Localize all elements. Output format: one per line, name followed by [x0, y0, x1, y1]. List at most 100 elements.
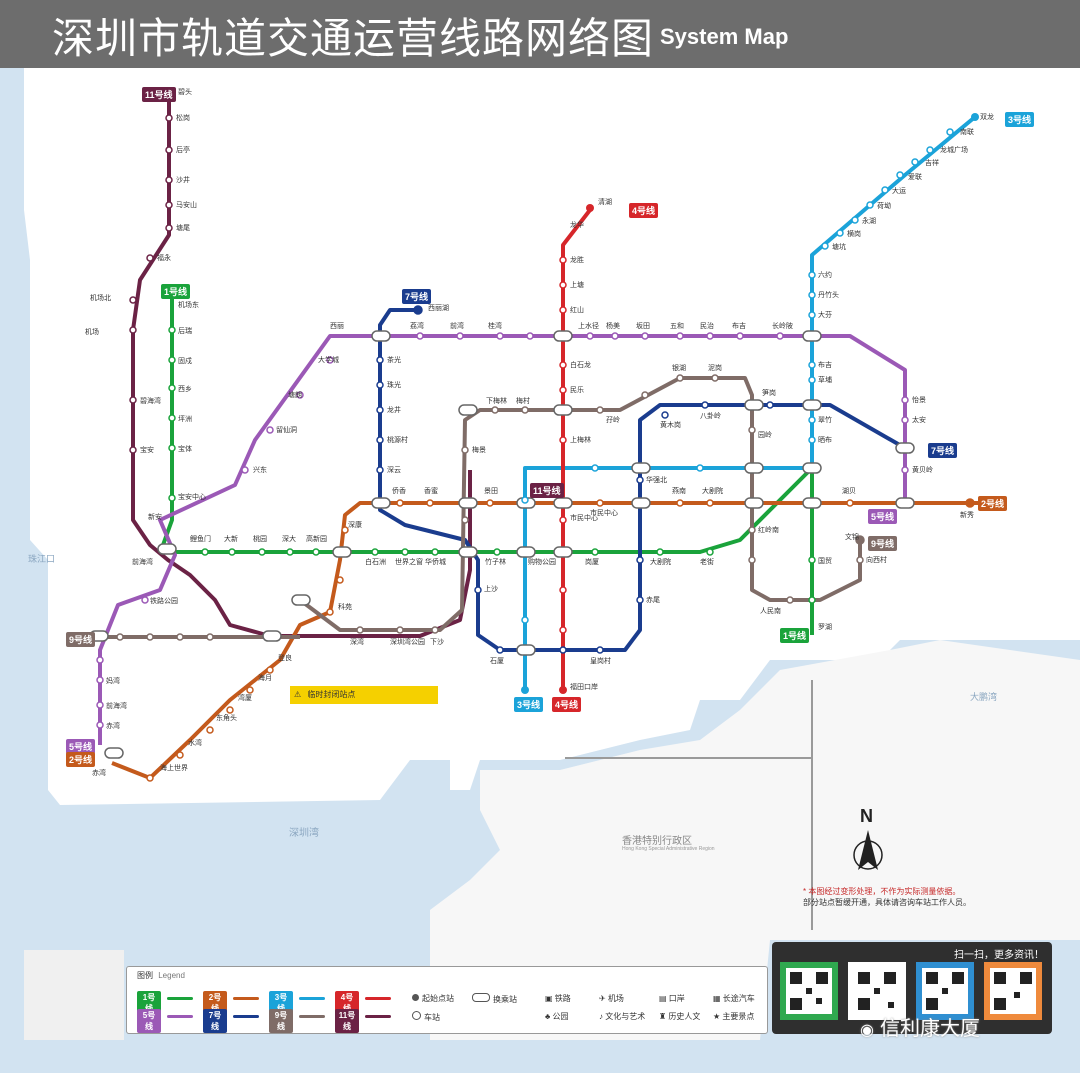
station-label[interactable]: 景田 — [484, 488, 498, 495]
station-label[interactable]: 桃园 — [253, 536, 267, 543]
station-label[interactable]: 后瑞 — [178, 328, 192, 335]
station-label[interactable]: 杨美 — [606, 323, 620, 330]
station-label[interactable]: 上水径 — [578, 323, 599, 330]
station-label[interactable]: 人民南 — [760, 608, 781, 615]
station-label[interactable]: 赤湾 — [92, 770, 106, 777]
station-label[interactable]: 深圳湾公园 — [390, 639, 425, 646]
station-label[interactable]: 石厦 — [490, 658, 504, 665]
station-label[interactable]: 吉祥 — [925, 160, 939, 167]
station-label[interactable]: 深大 — [282, 536, 296, 543]
station-label[interactable]: 湾厦 — [238, 695, 252, 702]
station-label[interactable]: 燕南 — [672, 488, 686, 495]
station-label[interactable]: 宝安 — [140, 447, 154, 454]
station-label[interactable]: 梅村 — [516, 398, 530, 405]
station-label[interactable]: 赤湾 — [106, 723, 120, 730]
line-7-badge-east[interactable]: 7号线 — [928, 443, 958, 458]
station-label[interactable]: 晒布 — [818, 437, 832, 444]
station-label[interactable]: 坪洲 — [178, 416, 192, 423]
station-label[interactable]: 大剧院 — [702, 488, 723, 495]
station-label[interactable]: 侨香 — [392, 488, 406, 495]
station-label[interactable]: 西乡 — [178, 386, 192, 393]
station-label[interactable]: 皇岗村 — [590, 658, 611, 665]
station-label[interactable]: 新安 — [148, 514, 162, 521]
station-label[interactable]: 松岗 — [176, 115, 190, 122]
station-label[interactable]: 登良 — [278, 655, 292, 662]
station-label[interactable]: 前湾 — [450, 323, 464, 330]
station-label[interactable]: 永湖 — [862, 218, 876, 225]
station-label[interactable]: 白石龙 — [570, 362, 591, 369]
station-label[interactable]: 留仙洞 — [276, 427, 297, 434]
station-label[interactable]: 上沙 — [484, 586, 498, 593]
station-label[interactable]: 双龙 — [980, 114, 994, 121]
station-label[interactable]: 银湖 — [672, 365, 686, 372]
station-label[interactable]: 市民中心 — [590, 510, 618, 517]
qr-code-1[interactable] — [780, 962, 838, 1020]
line-3-badge-north[interactable]: 3号线 — [1005, 112, 1035, 127]
station-label[interactable]: 红山 — [570, 307, 584, 314]
station-label[interactable]: 机场 — [85, 329, 99, 336]
line-2-badge-east[interactable]: 2号线 — [978, 496, 1008, 511]
station-label[interactable]: 梅景 — [472, 447, 486, 454]
station-label[interactable]: 赤尾 — [646, 597, 660, 604]
line-11-badge-north[interactable]: 11号线 — [142, 87, 176, 102]
station-label[interactable]: 妈湾 — [106, 678, 120, 685]
station-label[interactable]: 孖岭 — [606, 417, 620, 424]
station-label[interactable]: 市民中心 — [570, 515, 598, 522]
station-label[interactable]: 华强北 — [646, 477, 667, 484]
line-9-badge-west[interactable]: 9号线 — [66, 632, 96, 647]
station-label[interactable]: 岗厦 — [585, 559, 599, 566]
station-label[interactable]: 湖贝 — [842, 488, 856, 495]
station-label[interactable]: 民乐 — [570, 387, 584, 394]
station-label[interactable]: 新秀 — [960, 512, 974, 519]
line-7-badge-west[interactable]: 7号线 — [402, 289, 432, 304]
station-label[interactable]: 海月 — [258, 675, 272, 682]
station-label[interactable]: 龙城广场 — [940, 147, 968, 154]
station-label[interactable]: 宝体 — [178, 446, 192, 453]
station-label[interactable]: 前海湾 — [132, 559, 153, 566]
station-label[interactable]: 鲤鱼门 — [190, 536, 211, 543]
station-label[interactable]: 科苑 — [338, 604, 352, 611]
station-label[interactable]: 深云 — [387, 467, 401, 474]
line-4-badge-north[interactable]: 4号线 — [629, 203, 659, 218]
line-4-badge-south[interactable]: 4号线 — [552, 697, 582, 712]
line-5-badge-west[interactable]: 5号线 — [66, 739, 96, 754]
station-label[interactable]: 机场北 — [90, 295, 111, 302]
station-label[interactable]: 西丽湖 — [428, 305, 449, 312]
station-label[interactable]: 下沙 — [430, 639, 444, 646]
station-label[interactable]: 前海湾 — [106, 703, 127, 710]
station-label[interactable]: 罗湖 — [818, 624, 832, 631]
station-label[interactable]: 白石洲 — [365, 559, 386, 566]
station-label[interactable]: 固戍 — [178, 358, 192, 365]
station-label[interactable]: 六约 — [818, 272, 832, 279]
station-label[interactable]: 塘坑 — [832, 244, 846, 251]
station-label[interactable]: 大剧院 — [650, 559, 671, 566]
station-label[interactable]: 西丽 — [330, 323, 344, 330]
station-label[interactable]: 龙井 — [387, 407, 401, 414]
station-label[interactable]: 上塘 — [570, 282, 584, 289]
station-label[interactable]: 塘朗 — [288, 392, 302, 399]
station-label[interactable]: 国贸 — [818, 558, 832, 565]
station-label[interactable]: 桂湾 — [488, 323, 502, 330]
station-label[interactable]: 华侨城 — [425, 559, 446, 566]
station-label[interactable]: 老街 — [700, 559, 714, 566]
station-label[interactable]: 清湖 — [598, 199, 612, 206]
station-label[interactable]: 世界之窗 — [395, 559, 423, 566]
station-label[interactable]: 桃源村 — [387, 437, 408, 444]
station-label[interactable]: 大运 — [892, 188, 906, 195]
qr-code-3[interactable] — [916, 962, 974, 1020]
station-label[interactable]: 竹子林 — [485, 559, 506, 566]
station-label[interactable]: 福田口岸 — [570, 684, 598, 691]
qr-code-2[interactable] — [848, 962, 906, 1020]
line-3-badge-south[interactable]: 3号线 — [514, 697, 544, 712]
station-label[interactable]: 沙井 — [176, 177, 190, 184]
station-label[interactable]: 深湾 — [350, 639, 364, 646]
line-1-badge-west[interactable]: 1号线 — [161, 284, 191, 299]
line-1-badge-east[interactable]: 1号线 — [780, 628, 810, 643]
station-label[interactable]: 怡景 — [912, 397, 926, 404]
station-label[interactable]: 荔湾 — [410, 323, 424, 330]
station-label[interactable]: 茶光 — [387, 357, 401, 364]
station-label[interactable]: 机场东 — [178, 302, 199, 309]
station-label[interactable]: 八卦岭 — [700, 413, 721, 420]
station-label[interactable]: 龙胜 — [570, 257, 584, 264]
station-label[interactable]: 向西村 — [866, 557, 887, 564]
